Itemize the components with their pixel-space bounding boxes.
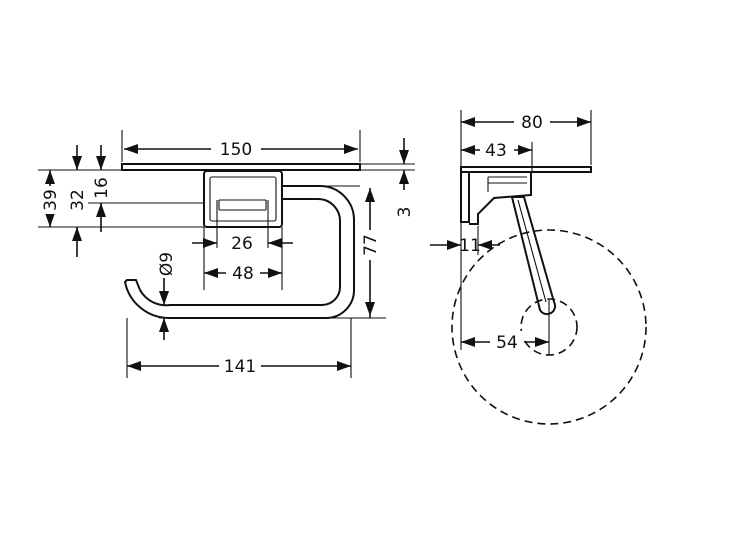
side-wall-plate: [460, 171, 470, 223]
dim-11: 11: [459, 236, 481, 256]
dim-43: 43: [485, 141, 507, 161]
side-view: 80 43 11 54: [430, 110, 647, 425]
front-view: 150 39 32 16 3 77 26: [38, 130, 415, 378]
dim-32: 32: [68, 189, 88, 211]
paper-roll-outline: [451, 229, 647, 425]
dim-150: 150: [220, 140, 252, 160]
top-plate: [121, 163, 361, 171]
side-body: [469, 171, 532, 225]
paper-bar: [123, 185, 355, 320]
dim-39: 39: [41, 189, 61, 211]
mount-block-inner: [209, 176, 277, 222]
side-extension-lines: [460, 110, 592, 355]
dim-141: 141: [224, 357, 256, 377]
side-arm: [510, 196, 557, 316]
extension-lines: [38, 130, 415, 378]
side-body-inner: [487, 176, 527, 192]
mount-block: [203, 170, 283, 228]
dim-diameter-9: Ø9: [157, 252, 177, 276]
dim-26: 26: [231, 234, 253, 254]
dim-80: 80: [521, 113, 543, 133]
dim-77: 77: [361, 234, 381, 256]
dim-48: 48: [232, 264, 254, 284]
dim-54: 54: [496, 333, 518, 353]
dim-3: 3: [395, 207, 415, 218]
dim-16: 16: [92, 177, 112, 199]
mount-slot: [218, 199, 267, 211]
